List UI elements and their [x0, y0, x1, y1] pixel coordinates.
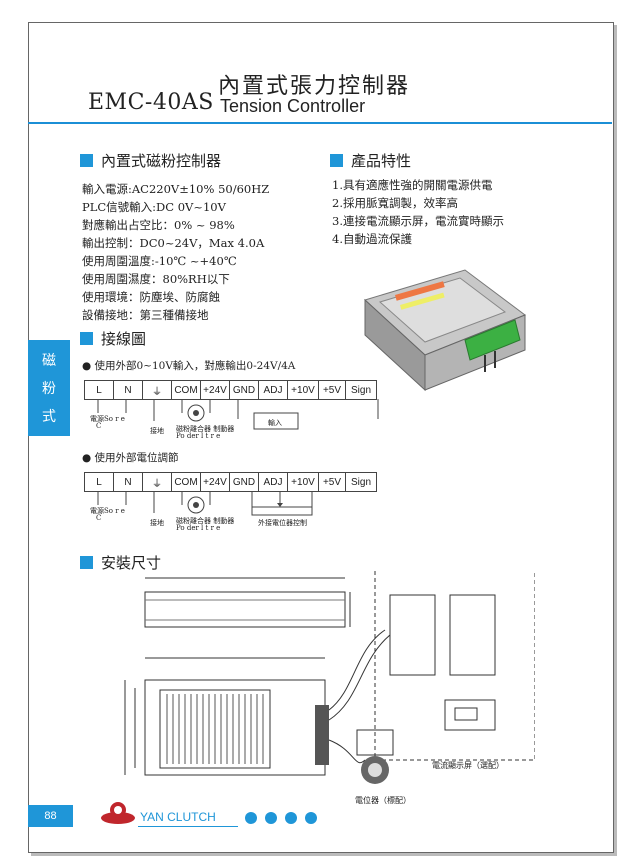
section-square-icon — [330, 154, 343, 167]
terminal-strip-1: L N ⏚ COM +24V GND ADJ +10V +5V Sign — [84, 380, 377, 400]
section-square-icon — [80, 154, 93, 167]
side-tab-char: 磁 — [42, 353, 56, 369]
footer-dot — [245, 812, 257, 824]
wiring-caption-1: ● 使用外部0~10V輸入，對應輸出0-24V/4A — [82, 360, 296, 372]
label-clutch-en: Po der l t r e — [176, 524, 221, 532]
side-tab-char: 式 — [42, 409, 56, 425]
terminal-n: N — [114, 472, 143, 492]
label-power: 電源So r e — [90, 415, 125, 423]
feature-item: 4.自動過流保護 — [332, 232, 412, 246]
terminal-sign: Sign — [346, 472, 377, 492]
label-display-optional: 電流顯示屏（選配） — [432, 761, 504, 770]
terminal-n: N — [114, 380, 143, 400]
footer-dot — [285, 812, 297, 824]
terminal-5v: +5V — [319, 472, 346, 492]
label-power-c: C — [96, 422, 102, 430]
spec-section-title: 內置式磁粉控制器 — [80, 150, 221, 171]
label-potentiometer-standard: 電位器（標配） — [355, 796, 411, 805]
title-english: Tension Controller — [220, 96, 366, 116]
footer-line — [138, 826, 238, 827]
features-title-text: 產品特性 — [351, 152, 412, 170]
side-tab-char: 粉 — [42, 381, 56, 397]
model-number: EMC-40AS — [88, 90, 214, 115]
category-side-tab: 磁 粉 式 — [28, 340, 70, 436]
label-clutch: 磁粉離合器 制動器 — [176, 425, 235, 433]
terminal-gnd: GND — [230, 380, 259, 400]
label-pot-control: 外接電位器控制 — [258, 519, 307, 527]
section-square-icon — [80, 332, 93, 345]
terminal-l: L — [84, 472, 114, 492]
spec-list: 輸入電源:AC220V±10% 50/60HZ PLC信號輸入:DC 0V~10… — [82, 180, 269, 324]
spec-line: 使用周圍溫度:-10℃ ~+40℃ — [82, 254, 237, 268]
label-clutch-en: Po der l t r e — [176, 432, 221, 440]
wiring-section-title: 接線圖 — [80, 328, 146, 349]
feature-item: 3.連接電流顯示屏，電流實時顯示 — [332, 214, 504, 228]
terminal-strip-2: L N ⏚ COM +24V GND ADJ +10V +5V Sign — [84, 472, 377, 492]
brand-name: YAN CLUTCH — [140, 810, 216, 824]
footer-dot — [305, 812, 317, 824]
spec-line: 對應輸出占空比：0% ~ 98% — [82, 218, 235, 232]
features-section-title: 產品特性 — [330, 150, 411, 171]
title-chinese: 內置式張力控制器 — [218, 74, 411, 99]
wiring-lines-1 — [97, 399, 379, 430]
footer-dot — [265, 812, 277, 824]
dimension-drawing — [124, 570, 535, 784]
terminal-l: L — [84, 380, 114, 400]
terminal-24v: +24V — [201, 380, 230, 400]
terminal-5v: +5V — [319, 380, 346, 400]
terminal-sign: Sign — [346, 380, 377, 400]
label-input: 輸入 — [268, 419, 282, 427]
page-number: 88 — [28, 805, 73, 827]
spec-line: PLC信號輸入:DC 0V~10V — [82, 200, 226, 214]
terminal-gnd: GND — [230, 472, 259, 492]
feature-item: 1.具有適應性強的開關電源供電 — [332, 178, 493, 192]
terminal-ground: ⏚ — [143, 472, 172, 492]
spec-title-text: 內置式磁粉控制器 — [101, 152, 222, 170]
label-power: 電源So r e — [90, 507, 125, 515]
section-square-icon — [80, 556, 93, 569]
terminal-24v: +24V — [201, 472, 230, 492]
spec-line: 使用周圍濕度：80%RH以下 — [82, 272, 230, 286]
dimensions-title-text: 安裝尺寸 — [101, 554, 162, 572]
terminal-com: COM — [172, 472, 201, 492]
terminal-10v: +10V — [288, 380, 319, 400]
spec-line: 輸入電源:AC220V±10% 50/60HZ — [82, 182, 270, 196]
label-power-c: C — [96, 514, 102, 522]
spec-line: 輸出控制：DC0~24V，Max 4.0A — [82, 236, 265, 250]
wiring-lines-2 — [97, 491, 313, 516]
terminal-adj: ADJ — [259, 380, 288, 400]
label-ground: 接地 — [150, 427, 164, 435]
label-ground: 接地 — [150, 519, 164, 527]
dimensions-section-title: 安裝尺寸 — [80, 552, 161, 573]
spec-line: 設備接地：第三種備接地 — [82, 308, 209, 322]
terminal-adj: ADJ — [259, 472, 288, 492]
feature-item: 2.採用脈寬調製，效率高 — [332, 196, 458, 210]
terminal-ground: ⏚ — [143, 380, 172, 400]
label-clutch: 磁粉離合器 制動器 — [176, 517, 235, 525]
terminal-com: COM — [172, 380, 201, 400]
brand-logo-icon — [101, 802, 135, 824]
spec-line: 使用環境：防塵埃、防腐蝕 — [82, 290, 220, 304]
product-photo — [364, 269, 527, 392]
wiring-caption-2: ● 使用外部電位調節 — [82, 452, 179, 464]
feature-list: 1.具有適應性強的開關電源供電 2.採用脈寬調製，效率高 3.連接電流顯示屏，電… — [332, 176, 504, 248]
header-rule — [28, 122, 612, 124]
wiring-title-text: 接線圖 — [101, 330, 147, 348]
terminal-10v: +10V — [288, 472, 319, 492]
